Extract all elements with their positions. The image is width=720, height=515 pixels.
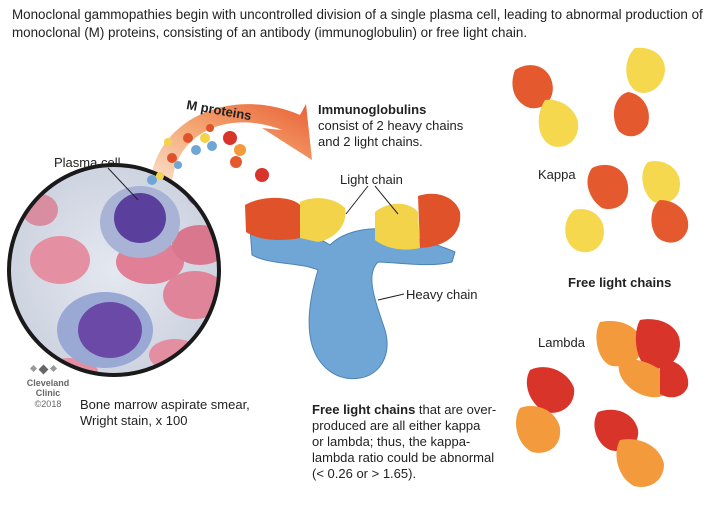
logo-line1: Cleveland (26, 378, 70, 388)
cleveland-clinic-logo: Cleveland Clinic ©2018 (26, 378, 70, 409)
cleveland-clinic-logo-icon (29, 364, 58, 375)
free-light-chains-label: Free light chains (568, 275, 672, 290)
light-chain-left (245, 197, 300, 240)
immunoglobulins-title: Immunoglobulins (318, 102, 427, 117)
light-chain-label: Light chain (340, 172, 403, 187)
immunoglobulins-line1: consist of 2 heavy chains (318, 118, 464, 133)
free-light-chain-note: Free light chains that are over- produce… (312, 402, 522, 482)
lambda-label: Lambda (538, 335, 585, 350)
immunoglobulin-molecule (245, 193, 461, 380)
plasma-cell-label: Plasma cell (54, 155, 121, 170)
intro-text: Monoclonal gammopathies begin with uncon… (12, 7, 703, 40)
light-chain-pointer (345, 185, 369, 215)
note-line3: or lambda; thus, the kappa- (312, 434, 471, 449)
m-protein-particles (147, 124, 269, 185)
logo-line3: ©2018 (34, 399, 62, 409)
m-protein-arrow (150, 104, 312, 185)
microscope-view (7, 163, 221, 377)
plasma-cell-nucleus (114, 193, 166, 243)
caption-line1: Bone marrow aspirate smear, (80, 397, 250, 412)
kappa-free-light-chains (512, 47, 689, 253)
light-chain-right-red (418, 193, 461, 248)
red-blood-cell (30, 236, 90, 284)
kappa-label: Kappa (538, 167, 576, 182)
light-chain-pointer (374, 185, 399, 215)
plasma-cell-nucleus (78, 302, 142, 358)
note-line1: that are over- (415, 402, 497, 417)
logo-line2: Clinic (35, 388, 61, 398)
note-bold: Free light chains (312, 402, 416, 417)
heavy-chain-label: Heavy chain (406, 287, 478, 302)
light-chain-left-yellow (300, 198, 346, 242)
heavy-chain-pointer (377, 293, 405, 301)
red-blood-cell (185, 172, 219, 208)
plasma-cell-pointer (107, 167, 139, 201)
lambda-free-light-chains (516, 319, 689, 488)
note-line4: lambda ratio could be abnormal (312, 450, 495, 465)
immunoglobulins-line2: and 2 light chains. (318, 134, 423, 149)
heavy-chain-shape (249, 226, 456, 380)
note-line5: (< 0.26 or > 1.65). (312, 466, 417, 481)
caption-line2: Wright stain, x 100 (80, 413, 188, 428)
light-chain-right-yellow (375, 203, 420, 250)
note-line2: produced are all either kappa (312, 418, 481, 433)
